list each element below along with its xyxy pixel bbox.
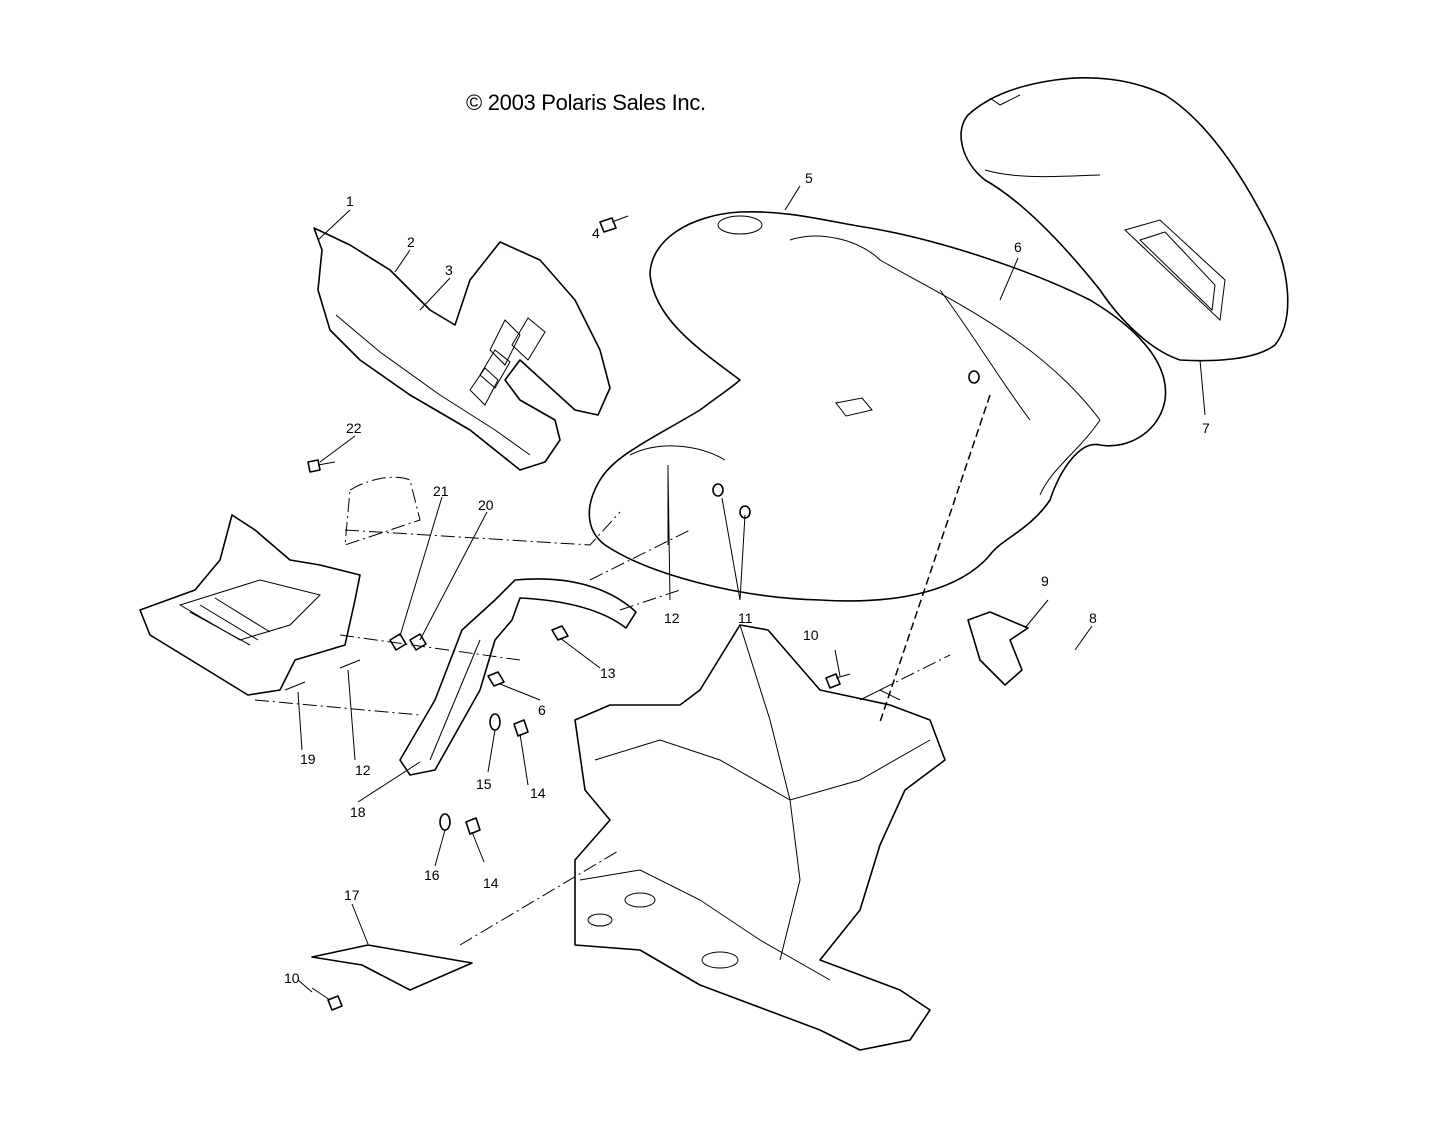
callout-14-upper: 14 (530, 785, 546, 801)
front-fender-part (588, 210, 1167, 602)
callout-22: 22 (346, 420, 362, 436)
callout-13: 13 (600, 665, 616, 681)
callout-10-lower: 10 (284, 970, 300, 986)
callout-2: 2 (407, 234, 415, 250)
callout-1: 1 (346, 193, 354, 209)
callout-8: 8 (1089, 610, 1097, 626)
bracket-part (967, 611, 1029, 686)
footwell-part (139, 476, 421, 696)
callout-18: 18 (350, 804, 366, 820)
callout-15: 15 (476, 776, 492, 792)
assembly-lines (254, 394, 991, 946)
callout-19: 19 (300, 751, 316, 767)
callout-11: 11 (738, 610, 753, 626)
callout-6-upper: 6 (1014, 239, 1022, 255)
seat-part (960, 77, 1289, 362)
callout-7: 7 (1202, 420, 1210, 436)
hardware (284, 215, 980, 1011)
callout-numbers: 1 2 3 4 5 6 6 7 8 9 10 10 11 12 12 13 14… (284, 170, 1210, 986)
side-panel-part (313, 227, 611, 471)
callout-12-lower: 12 (355, 762, 371, 778)
copyright-notice: © 2003 Polaris Sales Inc. (466, 90, 706, 115)
callout-17: 17 (344, 887, 360, 903)
callout-4: 4 (592, 225, 600, 241)
leader-lines (297, 185, 1206, 993)
callout-16: 16 (424, 867, 440, 883)
callout-6-lower: 6 (538, 702, 546, 718)
callout-14-lower: 14 (483, 875, 499, 891)
callout-20: 20 (478, 497, 494, 513)
callout-21: 21 (433, 483, 449, 499)
callout-3: 3 (445, 262, 453, 278)
frame-part (574, 624, 946, 1051)
callout-12-upper: 12 (664, 610, 680, 626)
callout-9: 9 (1041, 573, 1049, 589)
skid-plate-part (311, 944, 473, 991)
callout-10-upper: 10 (803, 627, 819, 643)
footrest-bar-part (399, 578, 637, 776)
callout-5: 5 (805, 170, 813, 186)
